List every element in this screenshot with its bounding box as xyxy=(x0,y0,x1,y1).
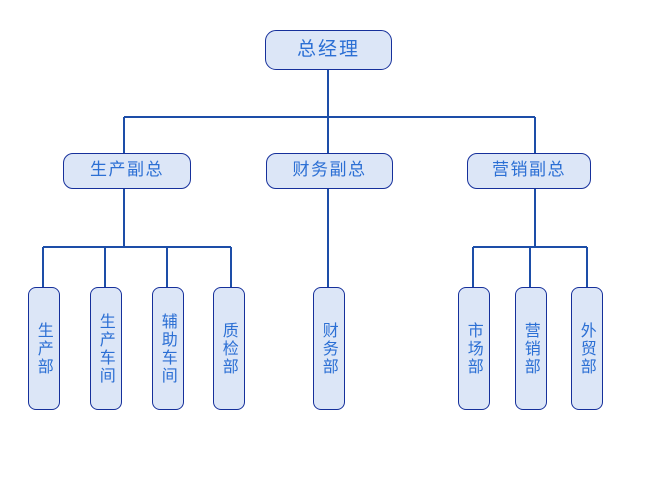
org-node-label: 市场部 xyxy=(464,321,484,376)
org-node-label: 营销部 xyxy=(521,321,541,376)
org-node-label: 财务部 xyxy=(319,321,339,376)
org-node-label: 营销副总 xyxy=(492,160,566,181)
org-node-label: 生产副总 xyxy=(90,160,164,181)
org-node-vp-production[interactable]: 生产副总 xyxy=(63,153,191,189)
org-node-dept-market[interactable]: 市场部 xyxy=(458,287,490,410)
org-node-dept-production[interactable]: 生产部 xyxy=(28,287,60,410)
org-node-label: 质检部 xyxy=(219,321,239,376)
org-node-label: 辅助车间 xyxy=(158,312,178,385)
org-node-dept-finance[interactable]: 财务部 xyxy=(313,287,345,410)
org-node-vp-finance[interactable]: 财务副总 xyxy=(266,153,393,189)
org-node-label: 生产车间 xyxy=(96,312,116,385)
org-node-label: 总经理 xyxy=(296,38,360,61)
org-node-dept-sales[interactable]: 营销部 xyxy=(515,287,547,410)
org-node-label: 外贸部 xyxy=(577,321,597,376)
org-node-vp-marketing[interactable]: 营销副总 xyxy=(467,153,591,189)
org-node-dept-foreign-trade[interactable]: 外贸部 xyxy=(571,287,603,410)
org-node-dept-aux-workshop[interactable]: 辅助车间 xyxy=(152,287,184,410)
org-node-label: 生产部 xyxy=(34,321,54,376)
org-node-label: 财务副总 xyxy=(292,160,367,181)
org-node-dept-quality[interactable]: 质检部 xyxy=(213,287,245,410)
org-node-dept-workshop[interactable]: 生产车间 xyxy=(90,287,122,410)
org-node-gm[interactable]: 总经理 xyxy=(265,30,392,70)
